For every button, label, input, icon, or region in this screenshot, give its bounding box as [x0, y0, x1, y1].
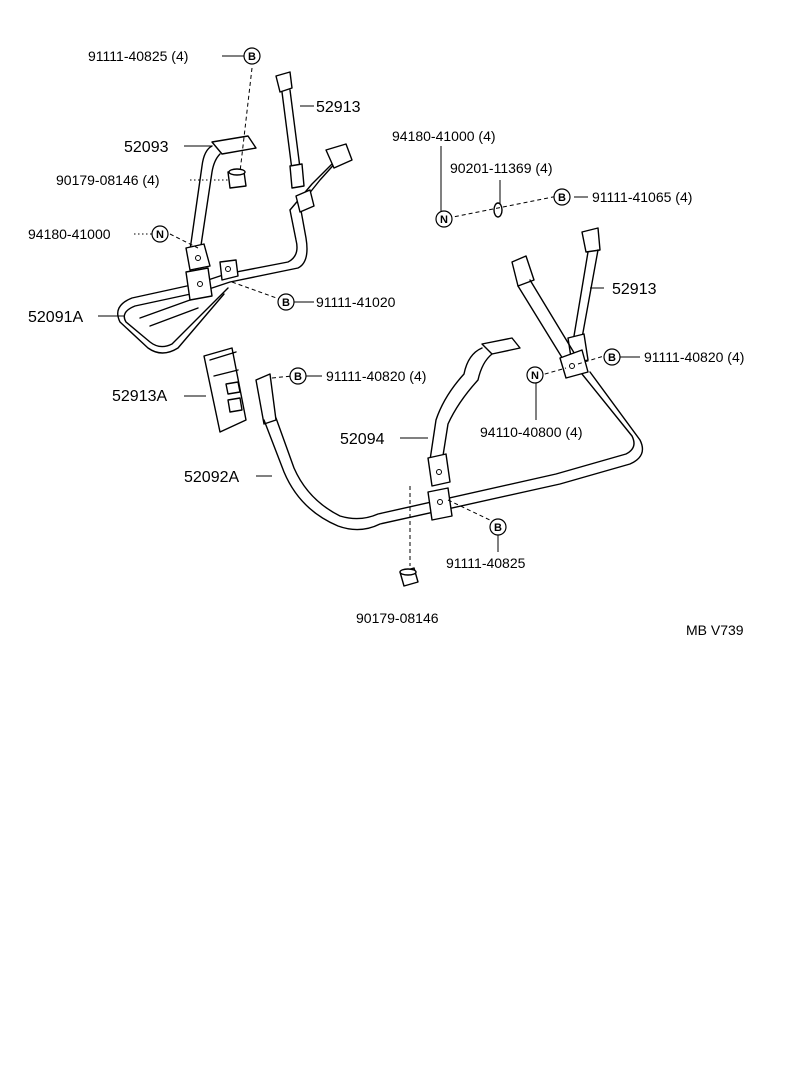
label-90179-08146-bottom: 90179-08146	[356, 610, 439, 626]
link-end-upper	[295, 143, 353, 213]
sym-b-1: B	[243, 47, 261, 65]
clamp-front	[185, 259, 239, 301]
svg-text:B: B	[248, 51, 256, 63]
svg-text:N: N	[531, 370, 539, 382]
svg-text:B: B	[494, 522, 502, 534]
leader-40825-bottom	[447, 499, 495, 523]
bracket-52094	[427, 337, 521, 487]
leader-41020	[231, 281, 283, 301]
label-52091A: 52091A	[28, 309, 83, 326]
sym-b-4: B	[603, 348, 621, 366]
leader-40820-right	[577, 355, 605, 365]
label-94180-41000-left: 94180-41000	[28, 226, 111, 242]
label-52092A: 52092A	[184, 469, 239, 486]
label-90179-08146-top: 90179-08146 (4)	[56, 172, 160, 188]
label-52913-right: 52913	[612, 281, 657, 298]
sym-n-2: N	[435, 210, 453, 228]
bracket-right-arm	[511, 255, 589, 379]
leader-40820-left	[271, 375, 293, 379]
nut-90179-bottom	[399, 567, 419, 587]
label-91111-40820-right: 91111-40820 (4)	[644, 349, 744, 365]
label-91111-40825-bottom: 91111-40825	[446, 555, 526, 571]
clamp-rear	[427, 363, 575, 521]
sym-b-3: B	[553, 188, 571, 206]
stabilizer-bar-front	[117, 159, 339, 354]
svg-text:N: N	[156, 229, 164, 241]
label-94110-40800: 94110-40800 (4)	[480, 424, 582, 440]
bracket-52093	[185, 135, 257, 271]
figure-code: MB V739	[686, 622, 744, 638]
label-52094: 52094	[340, 431, 385, 448]
label-90201-11369: 90201-11369 (4)	[450, 160, 552, 176]
svg-text:N: N	[440, 214, 448, 226]
leader-bolt-top	[239, 67, 253, 173]
label-91111-40825-top: 91111-40825 (4)	[88, 48, 188, 64]
sym-n-3: N	[526, 366, 544, 384]
label-94180-41000-right: 94180-41000 (4)	[392, 128, 496, 144]
sym-b-6: B	[489, 518, 507, 536]
stabilizer-bar-rear	[255, 371, 644, 531]
nut-90179-top	[227, 168, 247, 189]
label-52913A: 52913A	[112, 388, 167, 405]
label-52913-top: 52913	[316, 99, 361, 116]
svg-text:B: B	[282, 297, 290, 309]
link-52913-right	[567, 227, 601, 365]
label-91111-41020: 91111-41020	[316, 294, 396, 310]
sym-b-2: B	[277, 293, 295, 311]
bracket-52913A	[203, 347, 247, 433]
svg-text:B: B	[558, 192, 566, 204]
label-91111-40820-left: 91111-40820 (4)	[326, 368, 426, 384]
label-91111-41065: 91111-41065 (4)	[592, 189, 692, 205]
leader-94180-left	[169, 233, 199, 249]
svg-text:B: B	[608, 352, 616, 364]
leader-41065	[447, 195, 559, 219]
washer-90201	[493, 202, 503, 218]
sym-n-1: N	[151, 225, 169, 243]
sym-b-5: B	[289, 367, 307, 385]
label-52093: 52093	[124, 139, 169, 156]
svg-text:B: B	[294, 371, 302, 383]
leader-94110	[537, 367, 567, 377]
link-52913-top	[275, 71, 305, 189]
